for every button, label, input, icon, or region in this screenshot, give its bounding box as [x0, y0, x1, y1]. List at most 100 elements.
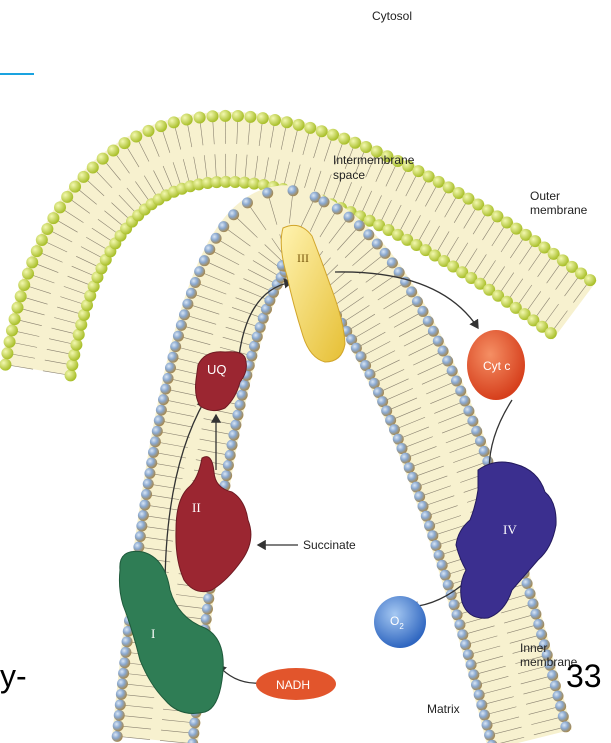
inner-lipid-head	[467, 416, 478, 427]
inner-lipid-head	[186, 288, 197, 299]
inner-lipid-head	[484, 730, 495, 741]
inner-lipid-head	[406, 286, 417, 297]
outer-lipid-head	[68, 349, 80, 361]
outer-lipid-head	[257, 112, 269, 124]
inner-lipid-head	[387, 257, 398, 268]
inner-lipid-head	[228, 209, 239, 220]
inner-lipid-head	[451, 376, 462, 387]
inner-lipid-head	[414, 491, 425, 502]
inner-membrane-label-line1: Inner	[520, 641, 547, 655]
inner-lipid-head	[536, 629, 547, 640]
inner-lipid-head	[194, 266, 205, 277]
inner-lipid-head	[423, 316, 434, 327]
inner-lipid-head	[525, 588, 536, 599]
inner-lipid-head	[547, 670, 558, 681]
inner-lipid-head	[372, 238, 383, 249]
outer-lipid-head	[97, 153, 109, 165]
slide-cut-text: y-	[0, 658, 27, 695]
inner-lipid-head	[188, 728, 199, 739]
outer-lipid-head	[545, 327, 557, 339]
inner-lipid-head	[112, 731, 123, 742]
inner-lipid-head	[170, 341, 181, 352]
inner-lipid-head	[319, 196, 330, 207]
inner-lipid-head	[179, 309, 190, 320]
inner-lipid-head	[242, 197, 253, 208]
inner-lipid-head	[150, 436, 161, 447]
inner-lipid-head	[438, 346, 449, 357]
inner-lipid-head	[447, 365, 458, 376]
inner-lipid-head	[146, 457, 157, 468]
arrow-NADH-to-I	[218, 665, 262, 683]
outer-lipid-head	[316, 125, 328, 137]
outer-lipid-head	[219, 110, 231, 122]
inner-lipid-head	[227, 440, 238, 451]
outer-lipid-head	[65, 369, 77, 381]
inner-lipid-head	[437, 560, 448, 571]
inner-lipid-head	[428, 326, 439, 337]
outer-lipid-head	[304, 122, 316, 134]
inner-lipid-head	[553, 691, 564, 702]
outer-lipid-head	[181, 114, 193, 126]
inner-lipid-head	[136, 521, 147, 532]
inner-lipid-head	[182, 299, 193, 310]
outer-lipid-head	[1, 347, 13, 359]
inner-lipid-head	[522, 578, 533, 589]
inner-lipid-head	[173, 331, 184, 342]
outer-lipid-head	[155, 120, 167, 132]
matrix-label: Matrix	[427, 702, 460, 716]
inner-lipid-head	[479, 710, 490, 721]
inner-lipid-head	[430, 540, 441, 551]
uq-label: UQ	[207, 362, 227, 377]
inner-lipid-head	[262, 188, 273, 199]
inner-lipid-head	[354, 220, 365, 231]
inner-lipid-head	[138, 510, 149, 521]
inner-lipid-head	[452, 609, 463, 620]
inner-lipid-head	[199, 255, 210, 266]
outer-lipid-head	[232, 110, 244, 122]
inner-lipid-head	[380, 248, 391, 259]
outer-membrane-label-line2: membrane	[530, 203, 588, 217]
outer-lipid-head	[87, 161, 99, 173]
inner-lipid-head	[424, 520, 435, 531]
inner-lipid-head	[463, 649, 474, 660]
outer-lipid-head	[15, 290, 27, 302]
inner-lipid-head	[235, 399, 246, 410]
o2-label-sub: 2	[399, 622, 404, 631]
inner-lipid-head	[223, 460, 234, 471]
outer-lipid-head	[349, 137, 361, 149]
inner-lipid-head	[204, 244, 215, 255]
inner-lipid-head	[288, 185, 299, 196]
inner-lipid-head	[418, 501, 429, 512]
inner-lipid-head	[211, 233, 222, 244]
inner-lipid-head	[528, 598, 539, 609]
outer-lipid-head	[47, 212, 59, 224]
inner-lipid-head	[479, 446, 490, 457]
outer-lipid-head	[70, 339, 82, 351]
outer-lipid-head	[327, 129, 339, 141]
inner-lipid-head	[560, 721, 571, 732]
outer-lipid-head	[78, 171, 90, 183]
nadh-label: NADH	[276, 678, 310, 692]
succinate-label: Succinate	[303, 538, 356, 552]
inner-lipid-head	[427, 530, 438, 541]
outer-lipid-head	[0, 359, 11, 371]
complex-I-label: I	[151, 626, 155, 641]
outer-lipid-head	[244, 111, 256, 123]
inner-lipid-head	[471, 679, 482, 690]
inner-lipid-head	[389, 424, 400, 435]
inner-lipid-head	[457, 629, 468, 640]
inner-lipid-head	[135, 531, 146, 542]
cytosol-label: Cytosol	[372, 9, 412, 23]
outer-membrane-label-line1: Outer	[530, 189, 560, 203]
outer-lipid-head	[107, 145, 119, 157]
outer-lipid-head	[9, 313, 21, 325]
inner-lipid-head	[218, 221, 229, 232]
inner-lipid-head	[454, 619, 465, 630]
outer-lipid-head	[4, 336, 16, 348]
complex-II-label: II	[192, 500, 201, 515]
inner-lipid-head	[190, 277, 201, 288]
inner-lipid-head	[249, 341, 260, 352]
outer-lipid-head	[54, 201, 66, 213]
outer-lipid-head	[12, 302, 24, 314]
inner-lipid-head	[421, 511, 432, 522]
